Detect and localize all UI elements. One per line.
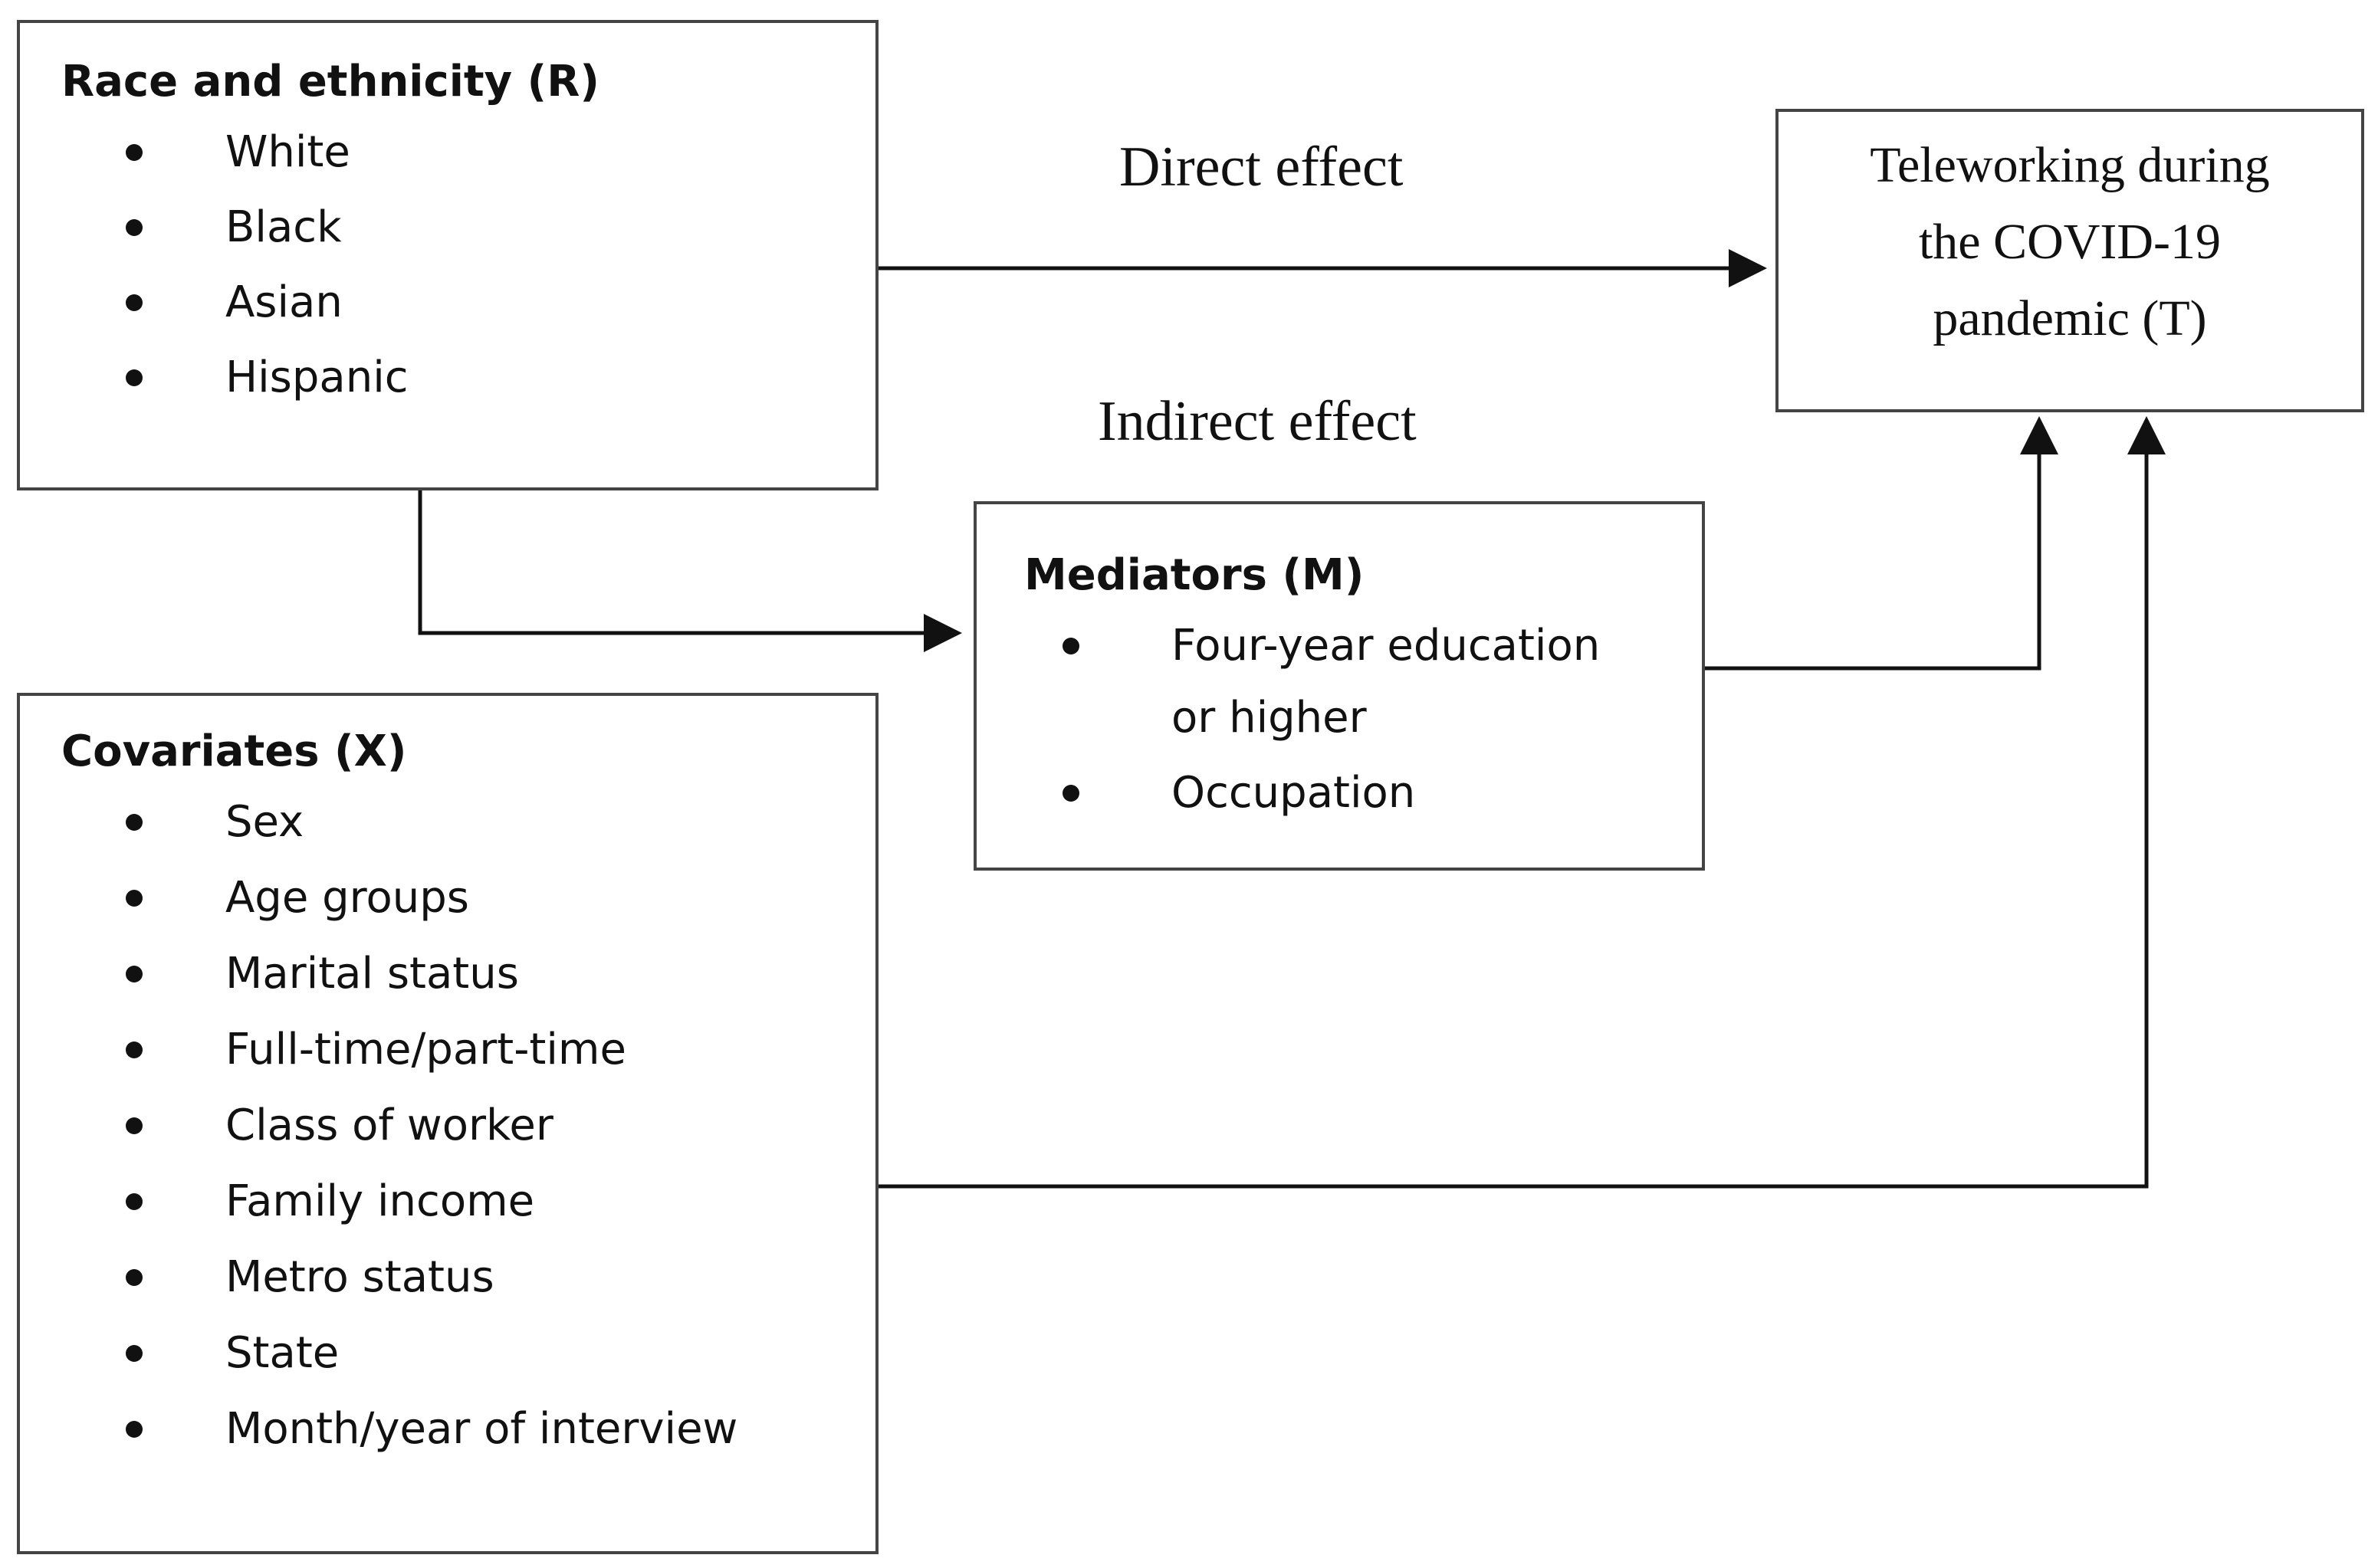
bullet-icon (126, 1269, 143, 1286)
race-ethnicity-list: White Black Asian Hispanic (106, 115, 566, 415)
covariates-to-outcome-arrow (876, 416, 2166, 1189)
covariate-item: Full-time/part-time (106, 1012, 796, 1088)
bullet-icon (126, 1042, 143, 1058)
race-item: White (106, 115, 566, 190)
race-item: Black (106, 190, 566, 265)
bullet-icon (126, 1345, 143, 1362)
race-ethnicity-heading: Race and ethnicity (R) (61, 57, 599, 107)
bullet-icon (126, 890, 143, 907)
outcome-label: Teleworking during the COVID-19 pandemic… (1870, 137, 2270, 346)
covariate-item: State (106, 1316, 796, 1392)
bullet-icon (126, 294, 143, 311)
mediators-box: Mediators (M) Four-year education or hig… (974, 501, 1705, 871)
bullet-icon (126, 219, 143, 236)
covariates-box: Covariates (X) Sex Age groups Marital st… (17, 693, 879, 1554)
covariate-item: Family income (106, 1164, 796, 1240)
mediator-item: Four-year education (1050, 609, 1633, 681)
covariates-heading: Covariates (X) (61, 727, 407, 776)
bullet-icon (1063, 638, 1079, 654)
bullet-icon (126, 814, 143, 831)
bullet-icon (126, 1117, 143, 1134)
covariate-item: Sex (106, 785, 796, 861)
covariate-item: Month/year of interview (106, 1392, 796, 1468)
bullet-icon (126, 966, 143, 982)
mediators-to-outcome-arrow (1648, 416, 2058, 671)
race-item: Hispanic (106, 340, 566, 415)
race-ethnicity-box: Race and ethnicity (R) White Black Asian… (17, 20, 879, 490)
covariate-item: Marital status (106, 937, 796, 1012)
bullet-icon (1063, 785, 1079, 802)
covariate-item: Metro status (106, 1240, 796, 1316)
bullet-icon (126, 1421, 143, 1438)
bullet-icon (126, 1193, 143, 1210)
mediator-item: Occupation (1050, 756, 1633, 831)
mediators-heading: Mediators (M) (1024, 550, 1365, 600)
covariate-item: Class of worker (106, 1088, 796, 1164)
mediator-item-continued: or higher (1171, 693, 1367, 743)
direct-effect-label: Direct effect (1119, 136, 1404, 198)
bullet-icon (126, 369, 143, 386)
teleworking-outcome-box: Teleworking during the COVID-19 pandemic… (1775, 109, 2364, 412)
indirect-effect-label: Indirect effect (1098, 390, 1417, 453)
covariate-item: Age groups (106, 861, 796, 937)
mediators-list: Four-year education or higher Occupation (1050, 609, 1633, 831)
race-item: Asian (106, 265, 566, 340)
covariates-list: Sex Age groups Marital status Full-time/… (106, 785, 796, 1468)
bullet-icon (126, 144, 143, 161)
race-to-mediators-arrow (418, 489, 962, 652)
